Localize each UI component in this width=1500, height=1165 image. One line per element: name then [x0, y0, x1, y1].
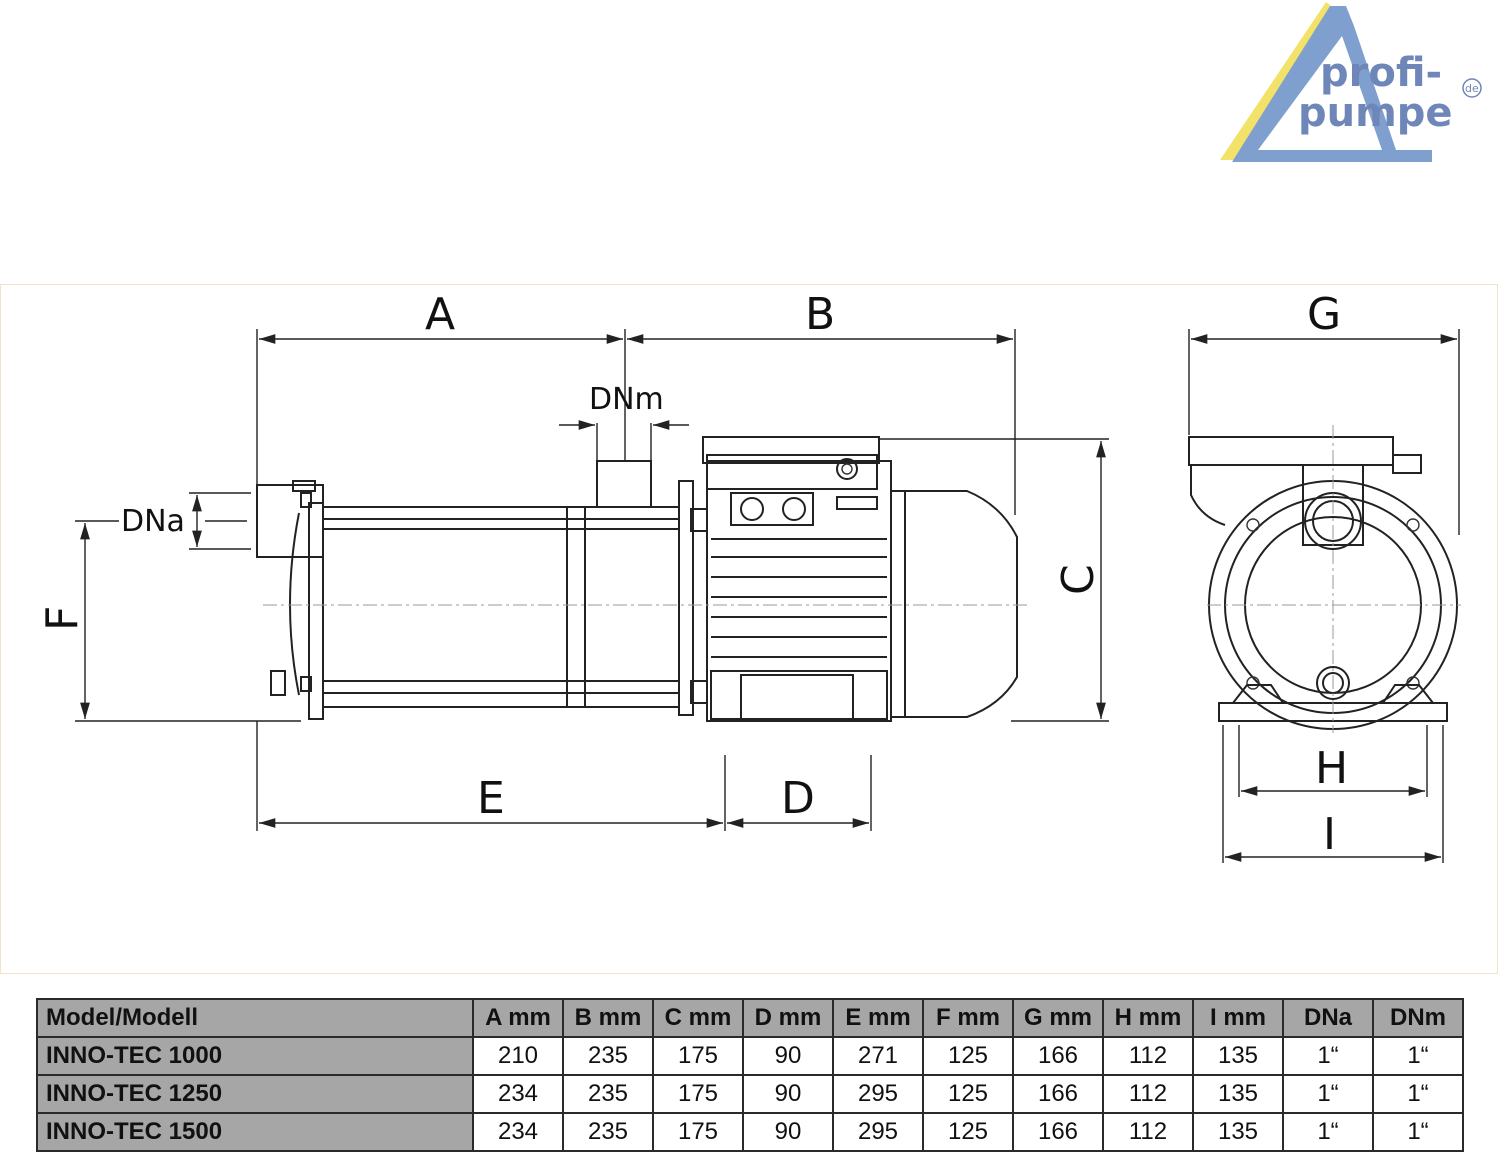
- dim-label-b: B: [805, 289, 835, 340]
- dimension-lines: [75, 329, 1460, 863]
- header-i: I mm: [1192, 998, 1284, 1038]
- cell-a: 234: [472, 1074, 564, 1114]
- header-dnm: DNm: [1372, 998, 1464, 1038]
- header-e: E mm: [832, 998, 924, 1038]
- cell-i: 135: [1192, 1036, 1284, 1076]
- dim-label-dnm: DNm: [589, 382, 664, 417]
- dim-label-f: F: [37, 606, 88, 631]
- cell-g: 166: [1012, 1074, 1104, 1114]
- table-row: INNO-TEC 1500 234 235 175 90 295 125 166…: [36, 1112, 1464, 1152]
- cell-a: 234: [472, 1112, 564, 1152]
- header-dna: DNa: [1282, 998, 1374, 1038]
- dim-label-c: C: [1053, 564, 1104, 595]
- dim-label-e: E: [477, 773, 505, 824]
- profi-pumpe-logo: profi- pumpe de: [1220, 2, 1482, 162]
- logo-de-circle: [1462, 78, 1482, 98]
- drawing-panel: A B DNm DNa F C E D G H I: [0, 284, 1498, 974]
- table-row: INNO-TEC 1250 234 235 175 90 295 125 166…: [36, 1074, 1464, 1114]
- table-header-row: Model/Modell A mm B mm C mm D mm E mm F …: [36, 998, 1464, 1038]
- dimension-table: Model/Modell A mm B mm C mm D mm E mm F …: [36, 998, 1464, 1152]
- logo-de-text: de: [1465, 82, 1479, 95]
- header-f: F mm: [922, 998, 1014, 1038]
- header-c: C mm: [652, 998, 744, 1038]
- dim-label-i: I: [1323, 809, 1336, 860]
- cell-dnm: 1“: [1372, 1036, 1464, 1076]
- cell-model: INNO-TEC 1250: [36, 1074, 474, 1114]
- header-model: Model/Modell: [36, 998, 474, 1038]
- cell-dna: 1“: [1282, 1036, 1374, 1076]
- dim-label-h: H: [1315, 743, 1348, 794]
- header-h: H mm: [1102, 998, 1194, 1038]
- cell-e: 271: [832, 1036, 924, 1076]
- cell-i: 135: [1192, 1074, 1284, 1114]
- cell-h: 112: [1102, 1112, 1194, 1152]
- dim-label-g: G: [1307, 289, 1341, 340]
- cell-c: 175: [652, 1036, 744, 1076]
- cell-d: 90: [742, 1074, 834, 1114]
- header-g: G mm: [1012, 998, 1104, 1038]
- cell-h: 112: [1102, 1074, 1194, 1114]
- pump-dimension-drawing: A B DNm DNa F C E D G H I: [37, 289, 1461, 863]
- logo-text-line1: profi-: [1320, 50, 1442, 96]
- logo-text-line2: pumpe: [1298, 90, 1453, 136]
- cell-i: 135: [1192, 1112, 1284, 1152]
- logo-roof-yellow: [1220, 2, 1336, 160]
- cell-g: 166: [1012, 1112, 1104, 1152]
- cell-d: 90: [742, 1112, 834, 1152]
- cell-h: 112: [1102, 1036, 1194, 1076]
- logo-house-blue: [1232, 6, 1432, 162]
- cell-dna: 1“: [1282, 1074, 1374, 1114]
- cell-dna: 1“: [1282, 1112, 1374, 1152]
- cell-dnm: 1“: [1372, 1112, 1464, 1152]
- dim-label-a: A: [425, 289, 455, 340]
- cell-d: 90: [742, 1036, 834, 1076]
- dim-label-dna: DNa: [121, 504, 185, 539]
- header-b: B mm: [562, 998, 654, 1038]
- cell-e: 295: [832, 1074, 924, 1114]
- cell-c: 175: [652, 1074, 744, 1114]
- cell-f: 125: [922, 1074, 1014, 1114]
- cell-c: 175: [652, 1112, 744, 1152]
- cell-f: 125: [922, 1112, 1014, 1152]
- cell-dnm: 1“: [1372, 1074, 1464, 1114]
- header-a: A mm: [472, 998, 564, 1038]
- pump-side-view: [256, 436, 1031, 722]
- cell-e: 295: [832, 1112, 924, 1152]
- cell-model: INNO-TEC 1500: [36, 1112, 474, 1152]
- table-row: INNO-TEC 1000 210 235 175 90 271 125 166…: [36, 1036, 1464, 1076]
- cell-f: 125: [922, 1036, 1014, 1076]
- cell-a: 210: [472, 1036, 564, 1076]
- pump-front-view: [1188, 425, 1461, 733]
- header-d: D mm: [742, 998, 834, 1038]
- dim-label-d: D: [781, 773, 815, 824]
- cell-model: INNO-TEC 1000: [36, 1036, 474, 1076]
- cell-b: 235: [562, 1112, 654, 1152]
- cell-g: 166: [1012, 1036, 1104, 1076]
- cell-b: 235: [562, 1074, 654, 1114]
- cell-b: 235: [562, 1036, 654, 1076]
